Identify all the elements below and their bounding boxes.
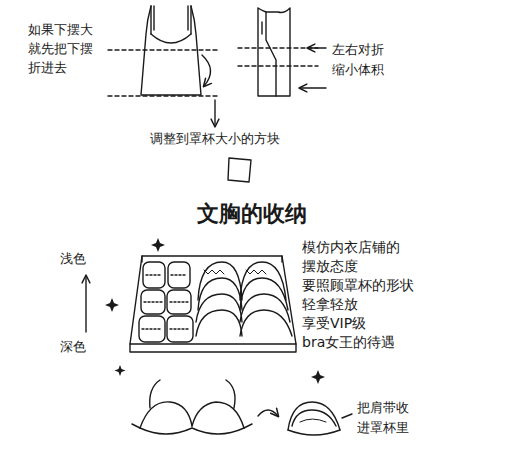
folded-square xyxy=(228,158,251,182)
socks xyxy=(139,262,193,342)
fold-arrow xyxy=(202,55,211,86)
arrow xyxy=(214,100,215,126)
bras-in-drawer xyxy=(196,262,292,336)
drawer xyxy=(130,256,296,352)
leader-line xyxy=(342,414,352,418)
dashed-guides xyxy=(108,48,318,96)
sparkles xyxy=(105,238,325,384)
arrow xyxy=(85,276,86,332)
folded-bra xyxy=(288,402,340,435)
note: 如果下摆大 就先把下摆 折进去 xyxy=(28,20,93,77)
note: 模仿内衣店铺的 摆放态度 要照顾罩杯的形状 轻拿轻放 享受VIP级 bra女王的… xyxy=(302,238,414,352)
note: 左右对折 缩小体积 xyxy=(332,40,384,80)
scale-label: 深色 xyxy=(60,338,86,356)
title: 文胸的收纳 xyxy=(197,199,307,229)
open-bra xyxy=(132,380,252,434)
arrow xyxy=(308,47,326,48)
scale-label: 浅色 xyxy=(60,250,86,268)
folded-strip xyxy=(258,8,290,96)
arrow xyxy=(300,87,326,88)
note: 调整到罩杯大小的方块 xyxy=(150,130,280,148)
note: 把肩带收 进罩杯里 xyxy=(357,398,409,438)
arrow xyxy=(258,410,278,416)
